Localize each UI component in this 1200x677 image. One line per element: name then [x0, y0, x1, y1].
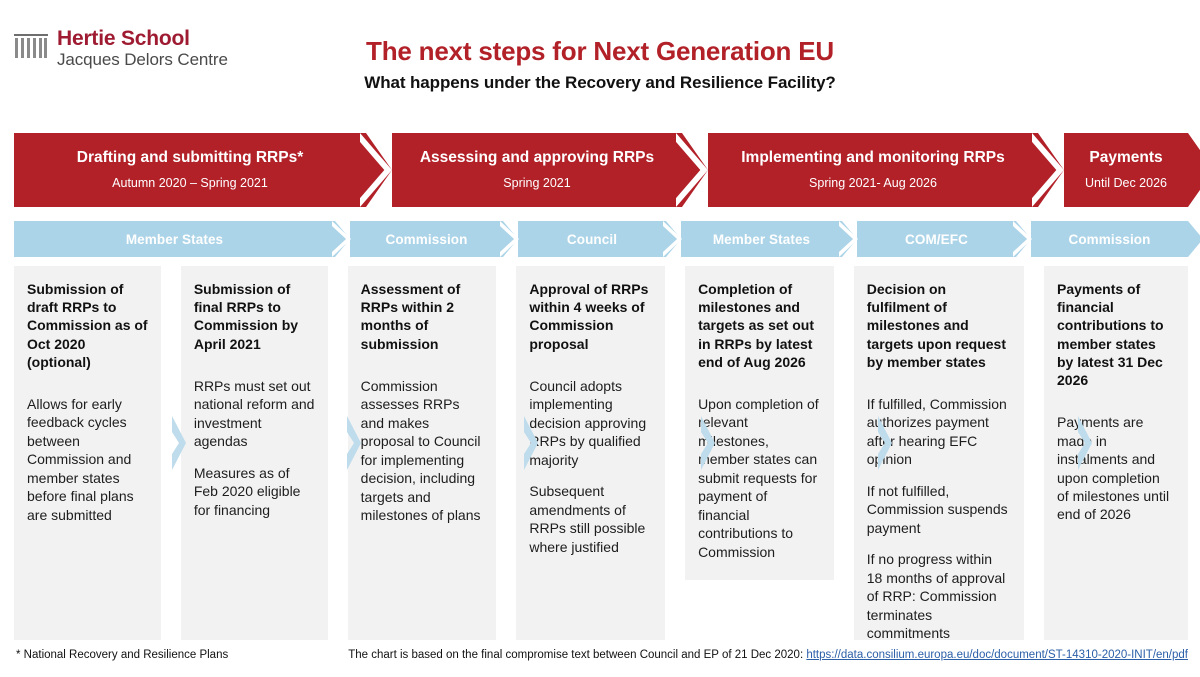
step-card-1: Submission of draft RRPs to Commission a…	[14, 266, 161, 640]
step-title-6: Decision on fulfilment of milestones and…	[866, 281, 1007, 370]
phase-chevron-3: Implementing and monitoring RRPs Spring …	[708, 133, 1064, 207]
page-footer: * National Recovery and Resilience Plans…	[0, 649, 1200, 669]
actor-chevron-3: Council	[518, 221, 682, 257]
step-card-2: Submission of final RRPs to Commission b…	[180, 266, 328, 640]
source-prefix: The chart is based on the final compromi…	[348, 649, 807, 661]
step-title-5: Completion of milestones and targets as …	[698, 281, 814, 370]
page-header: Hertie School Jacques Delors Centre The …	[0, 0, 1200, 118]
source-link[interactable]: https://data.consilium.europa.eu/doc/doc…	[806, 649, 1188, 661]
actor-chevron-1: Member States	[14, 221, 351, 257]
step-para-4-1: Council adopts implementing decision app…	[529, 377, 647, 468]
actor-label-2: Commission	[385, 231, 468, 247]
page-subtitle: What happens under the Recovery and Resi…	[364, 73, 836, 92]
phase-period-4: Until Dec 2026	[1085, 176, 1167, 191]
phase-title-2: Assessing and approving RRPs	[419, 149, 655, 167]
page-title: The next steps for Next Generation EU	[366, 36, 834, 66]
actor-label-4: Member States	[712, 231, 811, 247]
chevron-right-icon	[1188, 133, 1200, 207]
step-card-7: Payments of financial contributions to m…	[1044, 266, 1189, 640]
actor-label-5: COM/EFC	[905, 231, 968, 247]
columns-building-icon	[14, 32, 48, 60]
title-block: The next steps for Next Generation EU Wh…	[0, 36, 1200, 93]
phase-chevron-4: Payments Until Dec 2026	[1064, 133, 1200, 207]
step-card-4: Approval of RRPs within 4 weeks of Commi…	[516, 266, 666, 640]
step-para-6-2: If not fulfilled, Commission suspends pa…	[866, 482, 1008, 536]
phase-chevron-1: Drafting and submitting RRPs* Autumn 202…	[14, 133, 392, 207]
step-card-6: Decision on fulfilment of milestones and…	[853, 266, 1024, 640]
step-title-3: Assessment of RRPs within 2 months of su…	[360, 281, 461, 352]
actor-bar: Member States Commission Council Member …	[14, 221, 1200, 257]
actor-chevron-4: Member States	[681, 221, 858, 257]
phase-period-1: Autumn 2020 – Spring 2021	[112, 176, 268, 191]
step-para-6-1: If fulfilled, Commission authorizes paym…	[866, 395, 1007, 468]
phase-period-2: Spring 2021	[503, 176, 571, 191]
steps-row: Submission of draft RRPs to Commission a…	[14, 266, 1189, 640]
phase-title-4: Payments	[1089, 149, 1163, 167]
source-note: The chart is based on the final compromi…	[348, 649, 1188, 661]
step-title-1: Submission of draft RRPs to Commission a…	[27, 281, 148, 370]
actor-chevron-2: Commission	[350, 221, 519, 257]
step-para-2-2: Measures as of Feb 2020 eligible for fin…	[193, 464, 301, 518]
brand-text: Hertie School Jacques Delors Centre	[57, 27, 228, 69]
step-card-5: Completion of milestones and targets as …	[685, 266, 834, 580]
phase-title-3: Implementing and monitoring RRPs	[741, 149, 1005, 167]
brand-name: Hertie School	[57, 27, 190, 50]
step-card-3: Assessment of RRPs within 2 months of su…	[347, 266, 497, 640]
step-title-2: Submission of final RRPs to Commission b…	[193, 281, 299, 352]
step-para-6-3: If no progress within 18 months of appro…	[866, 551, 1006, 640]
brand-logo: Hertie School Jacques Delors Centre	[14, 27, 228, 69]
actor-label-6: Commission	[1068, 231, 1151, 247]
step-para-7-1: Payments are made in instalments and upo…	[1057, 414, 1170, 523]
step-title-7: Payments of financial contributions to m…	[1057, 281, 1164, 388]
step-para-3-1: Commission assesses RRPs and makes propo…	[360, 377, 481, 524]
step-para-1-1: Allows for early feedback cycles between…	[27, 395, 134, 523]
chevron-right-icon	[1188, 221, 1200, 257]
phase-bar: Drafting and submitting RRPs* Autumn 202…	[14, 133, 1200, 207]
brand-subname: Jacques Delors Centre	[57, 49, 228, 69]
actor-label-1: Member States	[125, 231, 224, 247]
step-para-2-1: RRPs must set out national reform and in…	[193, 377, 315, 450]
phase-period-3: Spring 2021- Aug 2026	[809, 176, 937, 191]
footnote-text: * National Recovery and Resilience Plans	[16, 649, 229, 661]
phase-title-1: Drafting and submitting RRPs*	[76, 149, 304, 167]
actor-label-3: Council	[566, 231, 618, 247]
phase-chevron-2: Assessing and approving RRPs Spring 2021	[392, 133, 708, 207]
step-para-5-1: Upon completion of relevant milestones, …	[698, 395, 819, 560]
step-title-4: Approval of RRPs within 4 weeks of Commi…	[529, 281, 649, 352]
step-para-4-2: Subsequent amendments of RRPs still poss…	[529, 483, 646, 555]
actor-chevron-5: COM/EFC	[857, 221, 1032, 257]
actor-chevron-6: Commission	[1031, 221, 1200, 257]
